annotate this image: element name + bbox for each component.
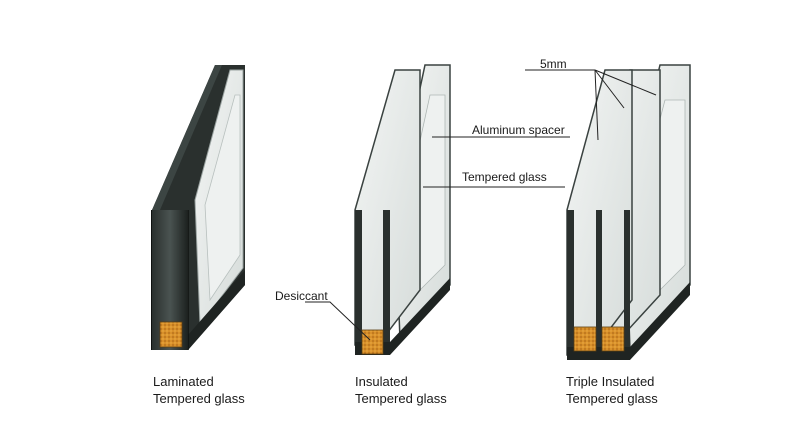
insulated-spacer-edge bbox=[383, 210, 390, 355]
laminated-desiccant-front bbox=[159, 321, 183, 348]
laminated-caption: Laminated Tempered glass bbox=[153, 373, 245, 407]
triple-front-edge bbox=[567, 210, 574, 360]
triple-desiccant-2 bbox=[601, 326, 625, 352]
triple-caption-line2: Tempered glass bbox=[566, 391, 658, 406]
triple-insulated-glass-panel bbox=[566, 64, 691, 360]
triple-bottom-frame bbox=[567, 282, 690, 360]
laminated-inner-frame bbox=[204, 94, 241, 302]
insulated-caption: Insulated Tempered glass bbox=[355, 373, 447, 407]
desiccant-leader bbox=[305, 301, 371, 341]
laminated-caption-line2: Tempered glass bbox=[153, 391, 245, 406]
triple-caption: Triple Insulated Tempered glass bbox=[566, 373, 658, 407]
triple-caption-line1: Triple Insulated bbox=[566, 374, 655, 389]
leader-lines bbox=[305, 69, 657, 341]
tempered-glass-label: Tempered glass bbox=[462, 170, 547, 184]
insulated-glass-panel bbox=[354, 64, 451, 355]
triple-desiccant-1 bbox=[573, 326, 597, 352]
thickness-label: 5mm bbox=[540, 57, 567, 71]
laminated-caption-line1: Laminated bbox=[153, 374, 214, 389]
insulated-desiccant bbox=[361, 329, 384, 355]
desiccant-label: Desiccant bbox=[275, 289, 328, 303]
laminated-top-face bbox=[152, 65, 222, 210]
thickness-leader-2 bbox=[594, 69, 625, 109]
laminated-glass-panel bbox=[151, 65, 245, 350]
insulated-front-edge bbox=[355, 210, 362, 355]
thickness-leader-3 bbox=[594, 69, 657, 96]
triple-spacer-edge-1 bbox=[596, 210, 602, 360]
triple-spacer-edge-2 bbox=[624, 210, 630, 360]
aluminum-spacer-label: Aluminum spacer bbox=[472, 123, 565, 137]
thickness-leader-1 bbox=[594, 69, 599, 141]
insulated-caption-line1: Insulated bbox=[355, 374, 408, 389]
insulated-caption-line2: Tempered glass bbox=[355, 391, 447, 406]
